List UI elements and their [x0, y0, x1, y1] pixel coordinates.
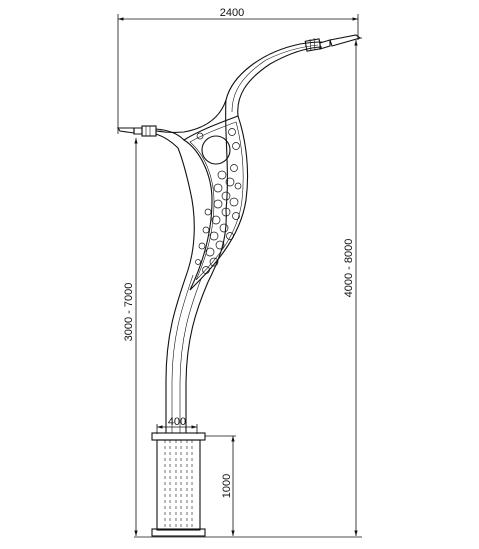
dimension-base-width-label: 400 [168, 416, 186, 428]
lower-arm [155, 99, 227, 149]
decorative-panel [182, 115, 249, 291]
dimension-height-total: 4000 - 8000 [343, 37, 362, 536]
panel-lattice [195, 128, 242, 274]
upper-arm [225, 41, 323, 211]
dimension-width-top-label: 2400 [220, 7, 244, 19]
pole-shaft [165, 147, 227, 433]
dimension-height-lower-label: 3000 - 7000 [123, 283, 135, 342]
dimension-height-lower: 3000 - 7000 [123, 138, 138, 536]
dimension-base-height-label: 1000 [221, 474, 233, 498]
lamp-head-left [116, 125, 162, 137]
dimension-base-height: 1000 [205, 435, 236, 536]
dimension-height-total-label: 4000 - 8000 [343, 239, 355, 298]
panel-circle [201, 135, 231, 165]
lamp-head-top-right [304, 34, 362, 52]
dimension-base-width: 400 [156, 416, 198, 434]
dimension-width-top: 2400 [117, 7, 359, 134]
base-foundation [151, 432, 206, 537]
